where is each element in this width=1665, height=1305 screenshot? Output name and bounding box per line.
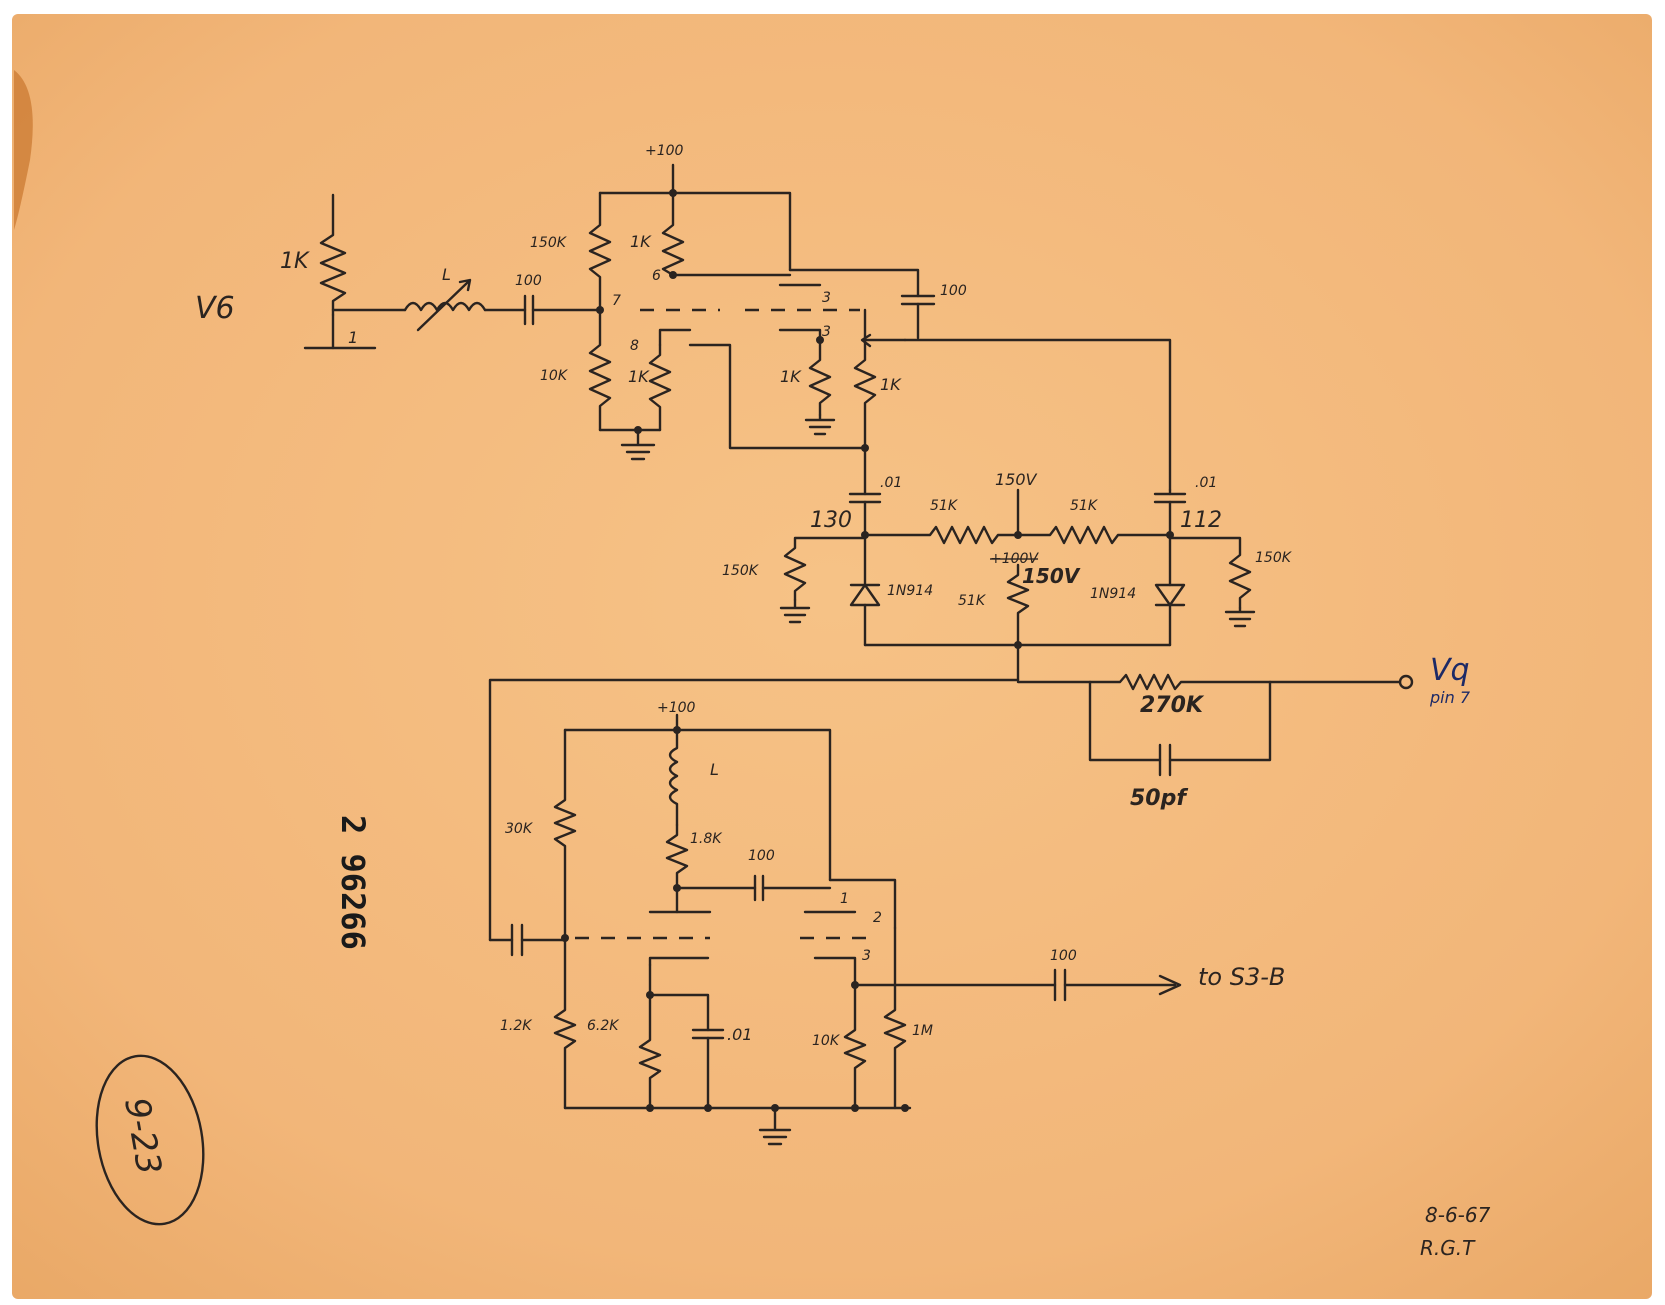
label-c-top: 100 — [940, 283, 967, 299]
label-supply-top: +100 — [645, 143, 684, 159]
top-stage — [303, 163, 1172, 492]
label-r-plate-top: 1K — [630, 232, 652, 251]
label-input: V6 — [195, 291, 235, 326]
label-node-left: 130 — [810, 508, 852, 533]
label-coil-top: L — [442, 265, 451, 284]
label-r-grid-bottom-bottom: 1.2K — [500, 1018, 533, 1034]
label-date: 8-6-67 — [1425, 1203, 1491, 1227]
label-r-input: 1K — [280, 249, 310, 274]
label-r-load: 10K — [812, 1033, 841, 1049]
label-pin-3a: 3 — [822, 290, 831, 306]
label-r-mid: 51K — [958, 593, 987, 609]
label-pin-1-bottom: 1 — [840, 891, 849, 907]
label-r-grid-top: 150K — [530, 235, 568, 251]
circled-ref-outline — [95, 1054, 205, 1226]
label-output-pin: pin 7 — [1429, 688, 1471, 707]
label-r-series-left: 51K — [930, 498, 959, 514]
labels: V6 1K 1 L 100 +100 150K 1K 6 7 3 8 3 100… — [95, 143, 1491, 1260]
discriminator — [488, 446, 1414, 942]
label-r-out: 270K — [1140, 693, 1205, 718]
label-r-plate-bottom: 1.8K — [690, 831, 723, 847]
label-c-bypass: .01 — [727, 1025, 752, 1044]
label-pin-8: 8 — [630, 338, 639, 354]
paper-stain — [14, 70, 33, 230]
label-r-right-ground: 150K — [1255, 550, 1293, 566]
bottom-stage — [488, 713, 1182, 1146]
label-r-grid-top-bottom: 30K — [505, 821, 534, 837]
label-supply-bottom: +100 — [657, 700, 696, 716]
label-pin-1-top: 1 — [348, 328, 358, 347]
label-output: Vq — [1430, 653, 1470, 688]
label-pin-3-bottom: 3 — [862, 948, 871, 964]
label-r-pot: 1K — [880, 375, 902, 394]
label-r-cathode: 1K — [628, 367, 650, 386]
label-r-series-right: 51K — [1070, 498, 1099, 514]
label-output-bottom: to S3-B — [1198, 963, 1285, 991]
stamp-number: 2 96266 — [334, 815, 372, 950]
label-r-grid-bottom: 10K — [540, 368, 569, 384]
label-c-left: .01 — [880, 475, 902, 491]
label-diode-left: 1N914 — [887, 583, 933, 599]
label-r-cathode-bottom: 6.2K — [587, 1018, 620, 1034]
label-c-coupling-top: 100 — [515, 273, 542, 289]
label-c-out-bottom: 100 — [1050, 948, 1077, 964]
label-c-out: 50pf — [1130, 786, 1188, 811]
label-node-right: 112 — [1180, 508, 1222, 533]
label-mid-voltage: 150V — [995, 470, 1038, 489]
label-r-left-ground: 150K — [722, 563, 760, 579]
label-pin-6: 6 — [652, 268, 661, 284]
label-r-cathode2: 1K — [780, 367, 802, 386]
label-c-right: .01 — [1195, 475, 1217, 491]
label-pin-3b: 3 — [822, 324, 831, 340]
label-pin-7: 7 — [612, 293, 621, 309]
label-r-grid-m: 1M — [912, 1023, 933, 1039]
label-mid-voltage-corrected: 150V — [1022, 564, 1081, 588]
label-initials: R.G.T — [1420, 1236, 1476, 1260]
paper-background — [12, 14, 1652, 1299]
label-mid-voltage-struck: +100V — [990, 551, 1039, 567]
label-pin-2-bottom: 2 — [873, 910, 882, 926]
label-diode-right: 1N914 — [1090, 586, 1136, 602]
label-c-coupling-bottom: 100 — [748, 848, 775, 864]
label-coil-bottom: L — [710, 760, 719, 779]
